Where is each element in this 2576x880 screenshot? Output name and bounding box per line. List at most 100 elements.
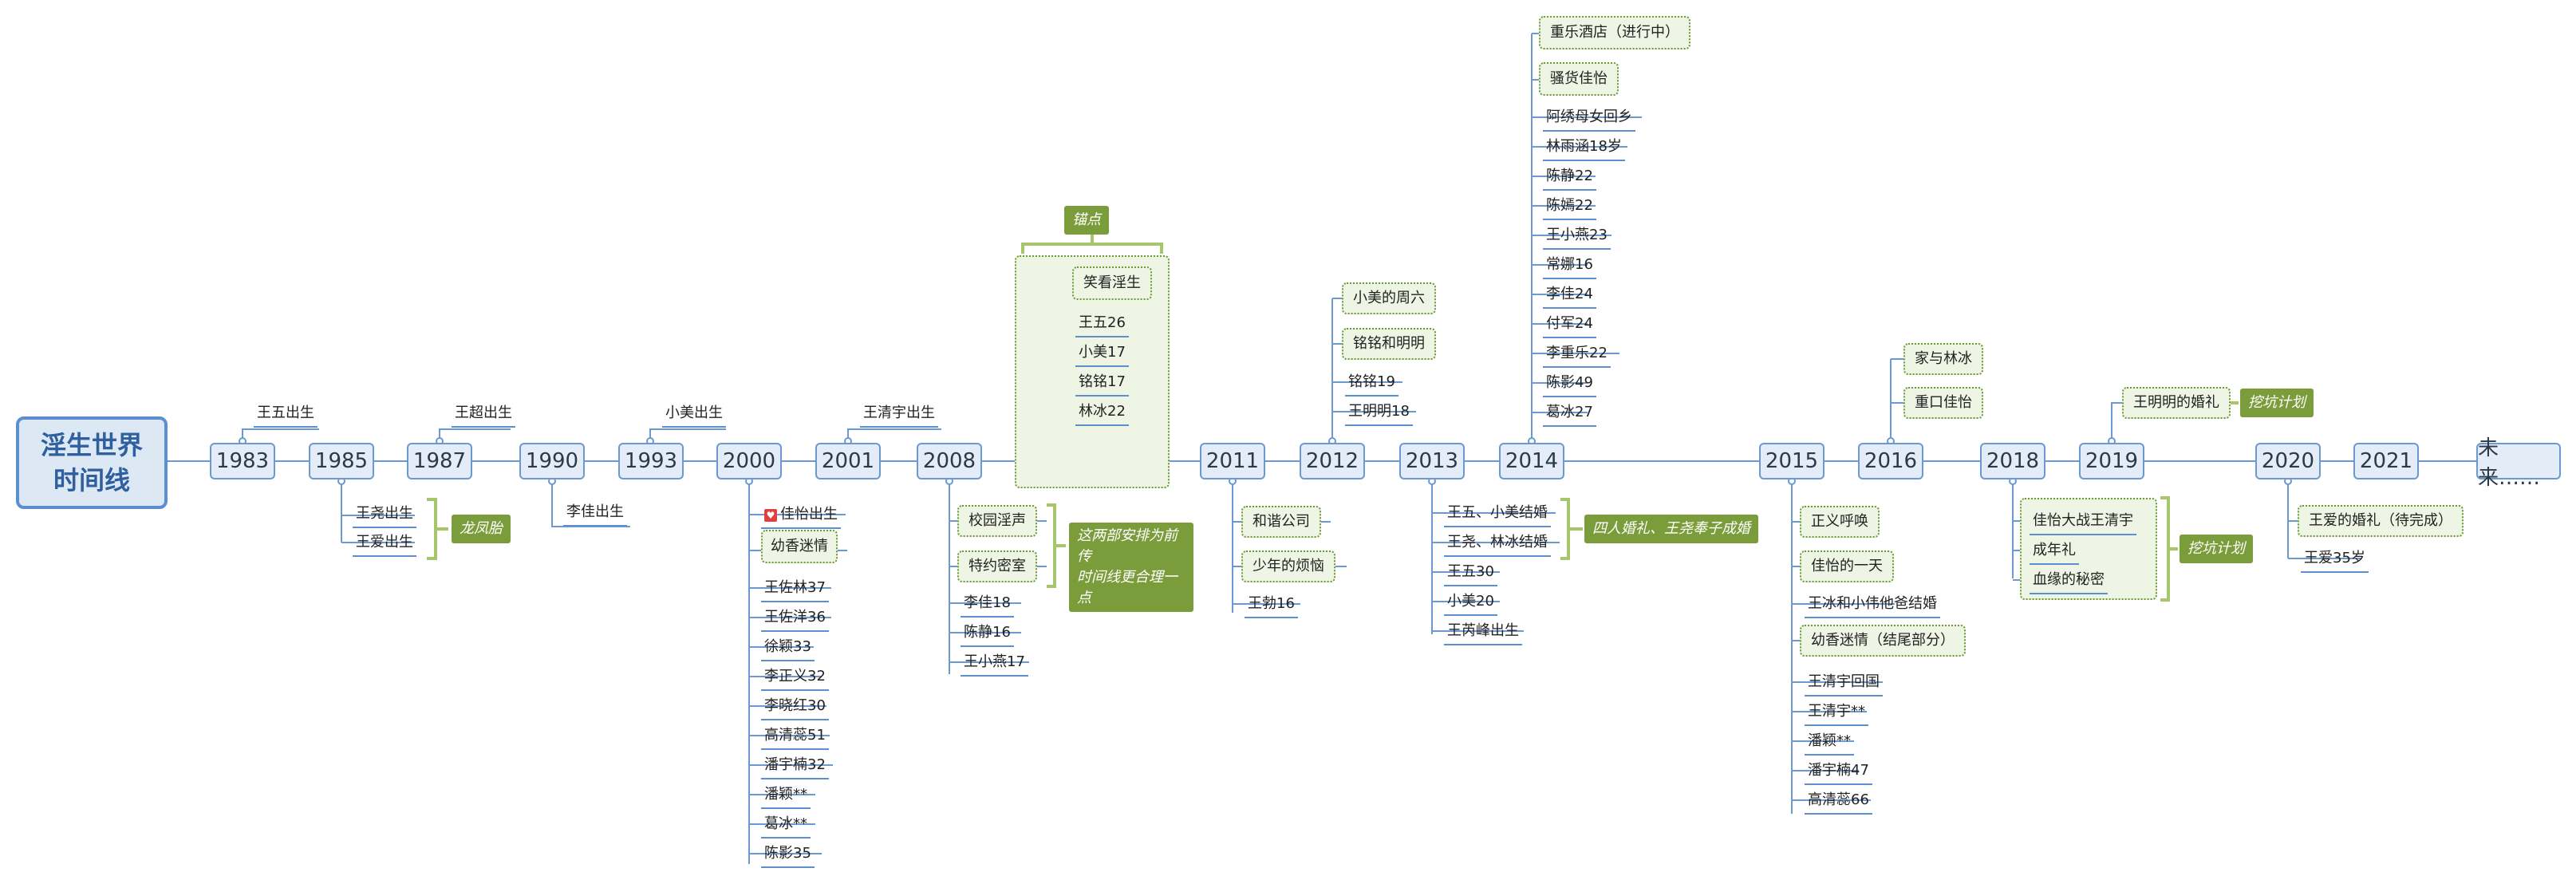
event-2010-2[interactable]: 小美17 [1075, 338, 1129, 367]
event-2012-1[interactable]: 铭铭和明明 [1342, 328, 1436, 360]
year-2013[interactable]: 2013 [1399, 443, 1465, 479]
event-2015-6[interactable]: 潘颖** [1805, 727, 1854, 756]
event-2013-4[interactable]: 王芮峰出生 [1444, 617, 1522, 645]
event-2012-0[interactable]: 小美的周六 [1342, 282, 1436, 314]
event-2014-2[interactable]: 阿绣母女回乡 [1543, 103, 1635, 132]
year-2011[interactable]: 2011 [1200, 443, 1265, 479]
event-2014-7[interactable]: 常娜16 [1543, 251, 1596, 279]
year-future[interactable]: 未来…… [2476, 436, 2561, 490]
event-2018-0[interactable]: 佳怡大战王清宇 [2030, 507, 2136, 535]
event-2014-3[interactable]: 林雨涵18岁 [1543, 132, 1625, 161]
event-2011-0[interactable]: 和谐公司 [1241, 506, 1321, 538]
event-2014-6[interactable]: 王小燕23 [1543, 221, 1611, 250]
year-1985[interactable]: 1985 [309, 443, 374, 479]
event-2015-2[interactable]: 王冰和小伟他爸结婚 [1805, 590, 1940, 618]
event-2000-8[interactable]: 潘宇楠32 [761, 751, 829, 779]
timeline-root[interactable]: 淫生世界 时间线 [16, 416, 168, 509]
event-2015-4[interactable]: 王清宇回国 [1805, 668, 1883, 697]
event-2013-3[interactable]: 小美20 [1444, 587, 1497, 616]
event-2014-9[interactable]: 付军24 [1543, 310, 1596, 338]
event-1993-0[interactable]: 小美出生 [662, 399, 726, 428]
event-2000-3[interactable]: 王佐洋36 [761, 603, 829, 632]
event-2011-2[interactable]: 王勃16 [1245, 590, 1298, 618]
event-2008-1[interactable]: 特约密室 [957, 550, 1037, 582]
event-2000-6[interactable]: 李晓红30 [761, 692, 829, 720]
year-2001[interactable]: 2001 [815, 443, 881, 479]
year-2012[interactable]: 2012 [1300, 443, 1365, 479]
event-2000-5[interactable]: 李正义32 [761, 662, 829, 691]
event-2015-7[interactable]: 潘宇楠47 [1805, 756, 1872, 785]
event-2000-1[interactable]: 幼香迷情 [761, 530, 838, 563]
year-1987[interactable]: 1987 [407, 443, 472, 479]
year-2015[interactable]: 2015 [1759, 443, 1825, 479]
event-2020-0[interactable]: 王爱的婚礼（待完成） [2298, 505, 2464, 537]
event-2015-3[interactable]: 幼香迷情（结尾部分） [1800, 625, 1966, 657]
year-2020[interactable]: 2020 [2255, 443, 2321, 479]
event-2018-1[interactable]: 成年礼 [2030, 536, 2079, 565]
tag-anchor[interactable]: 锚点 [1064, 206, 1109, 235]
year-2021[interactable]: 2021 [2353, 443, 2419, 479]
event-2000-7[interactable]: 高清蕊51 [761, 721, 829, 750]
event-2010-3[interactable]: 铭铭17 [1075, 368, 1129, 397]
year-1983[interactable]: 1983 [210, 443, 275, 479]
event-2020-1[interactable]: 王爱35岁 [2301, 544, 2369, 573]
event-2014-0[interactable]: 重乐酒店（进行中） [1539, 16, 1690, 49]
event-2000-0[interactable]: ♥佳怡出生 [761, 500, 841, 529]
year-2016[interactable]: 2016 [1858, 443, 1923, 479]
root-title-line2: 时间线 [53, 465, 130, 495]
event-2010-1[interactable]: 王五26 [1075, 309, 1129, 337]
event-2016-1[interactable]: 重口佳怡 [1903, 387, 1983, 419]
event-1983-0[interactable]: 王五出生 [254, 399, 318, 428]
event-2014-8[interactable]: 李佳24 [1543, 280, 1596, 309]
tag-longfeng[interactable]: 龙凤胎 [452, 515, 511, 543]
tag-prequel-note[interactable]: 这两部安排为前传 时间线更合理一点 [1069, 523, 1193, 612]
event-2013-2[interactable]: 王五30 [1444, 558, 1497, 586]
event-2014-12[interactable]: 葛冰27 [1543, 398, 1596, 427]
event-2000-4[interactable]: 徐颖33 [761, 633, 815, 661]
event-2014-1[interactable]: 骚货佳怡 [1539, 62, 1619, 96]
event-1985-1[interactable]: 王爱出生 [353, 528, 416, 557]
event-2000-11[interactable]: 陈影35 [761, 839, 815, 868]
year-2014[interactable]: 2014 [1499, 443, 1564, 479]
event-2014-10[interactable]: 李重乐22 [1543, 339, 1611, 368]
event-2010-0[interactable]: 笑看淫生 [1072, 266, 1152, 300]
tag-pit-2019[interactable]: 挖坑计划 [2240, 389, 2314, 417]
event-2014-5[interactable]: 陈嫣22 [1543, 191, 1596, 220]
event-2015-0[interactable]: 正义呼唤 [1800, 506, 1880, 538]
tag-four-wedding[interactable]: 四人婚礼、王尧奉子成婚 [1584, 515, 1758, 543]
event-2010-4[interactable]: 林冰22 [1075, 397, 1129, 426]
event-2000-2[interactable]: 王佐林37 [761, 574, 829, 602]
event-2008-4[interactable]: 王小燕17 [961, 648, 1028, 677]
event-2000-0-label: 佳怡出生 [780, 506, 838, 523]
event-1990-0[interactable]: 李佳出生 [563, 498, 627, 527]
event-2013-1[interactable]: 王尧、林冰结婚 [1444, 528, 1551, 557]
year-2019[interactable]: 2019 [2079, 443, 2144, 479]
event-2001-0[interactable]: 王清宇出生 [860, 399, 938, 428]
year-1993[interactable]: 1993 [618, 443, 684, 479]
tag-pit-2018[interactable]: 挖坑计划 [2180, 535, 2253, 563]
year-2000[interactable]: 2000 [716, 443, 782, 479]
event-2018-2[interactable]: 血缘的秘密 [2030, 566, 2108, 594]
event-2015-5[interactable]: 王清宇** [1805, 697, 1868, 726]
event-2015-8[interactable]: 高清蕊66 [1805, 786, 1872, 815]
event-2014-11[interactable]: 陈影49 [1543, 369, 1596, 397]
event-2015-1[interactable]: 佳怡的一天 [1800, 550, 1894, 582]
year-1990[interactable]: 1990 [519, 443, 585, 479]
event-2012-3[interactable]: 王明明18 [1345, 397, 1413, 426]
event-2000-10[interactable]: 葛冰** [761, 810, 811, 839]
event-2008-3[interactable]: 陈静16 [961, 618, 1014, 647]
event-2000-9[interactable]: 潘颖** [761, 780, 811, 809]
event-2019-0[interactable]: 王明明的婚礼 [2122, 387, 2231, 419]
year-2008[interactable]: 2008 [917, 443, 982, 479]
event-2014-4[interactable]: 陈静22 [1543, 162, 1596, 191]
event-1987-0[interactable]: 王超出生 [452, 399, 515, 428]
event-2008-2[interactable]: 李佳18 [961, 589, 1014, 618]
event-2013-0[interactable]: 王五、小美结婚 [1444, 499, 1551, 527]
event-2011-1[interactable]: 少年的烦恼 [1241, 550, 1335, 582]
event-2008-0[interactable]: 校园淫声 [957, 505, 1037, 537]
event-2016-0[interactable]: 家与林冰 [1903, 343, 1983, 375]
event-1985-0[interactable]: 王尧出生 [353, 499, 416, 528]
event-2012-2[interactable]: 铭铭19 [1345, 368, 1398, 397]
year-2018[interactable]: 2018 [1980, 443, 2045, 479]
